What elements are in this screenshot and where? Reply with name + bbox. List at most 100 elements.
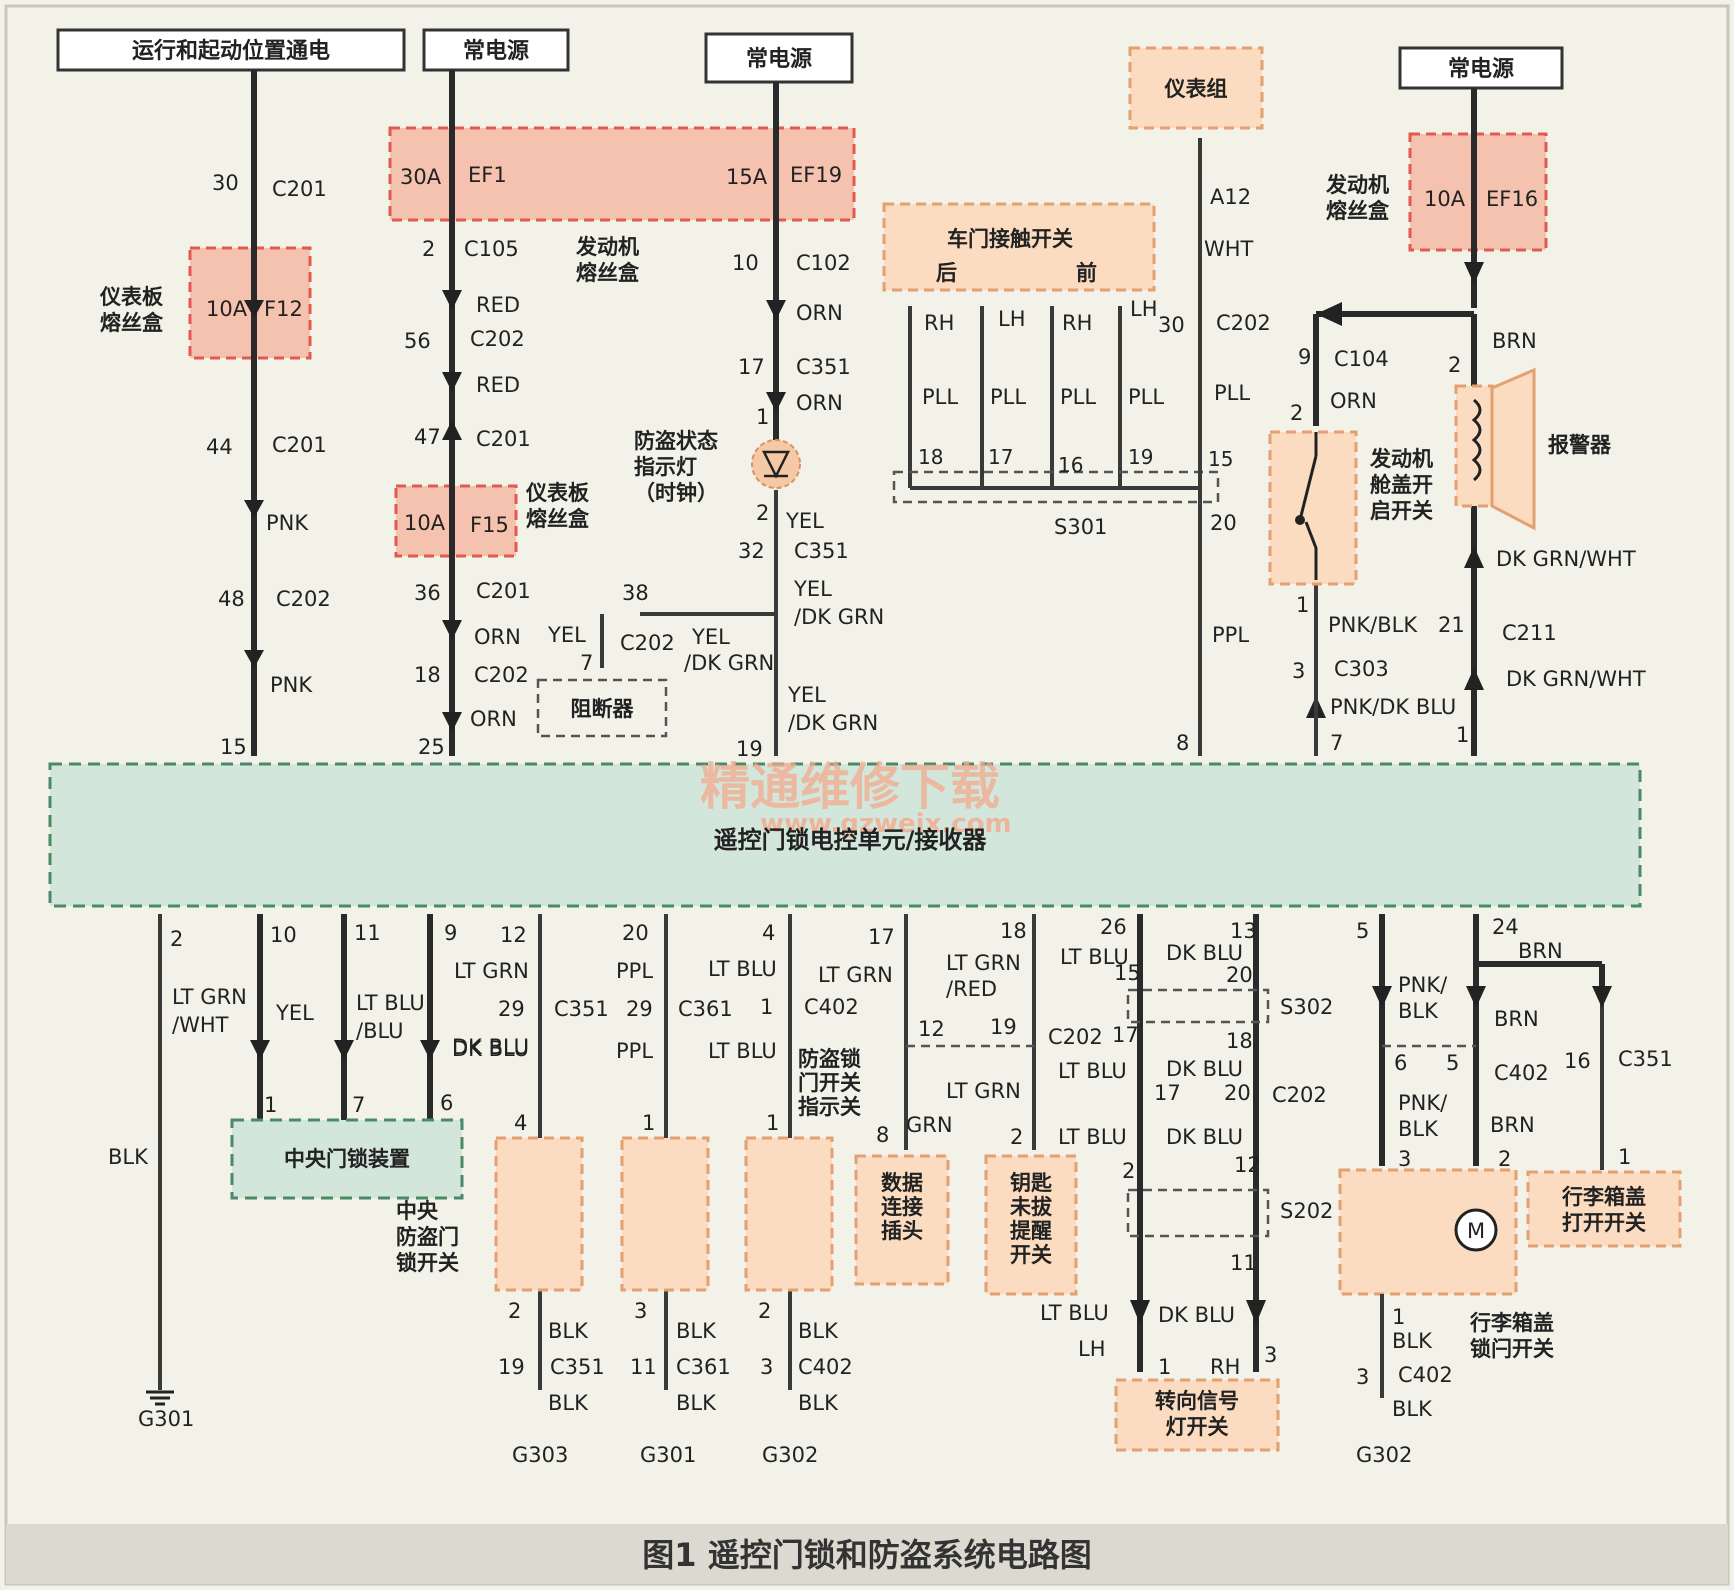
alarm-horn (1490, 367, 1536, 531)
cluster-box (1128, 46, 1264, 130)
door-wires (892, 138, 1220, 756)
svg-text:1: 1 (760, 995, 773, 1019)
svg-text:PLL: PLL (990, 385, 1026, 409)
svg-text:灯开关: 灯开关 (1166, 1415, 1229, 1439)
svg-text:2: 2 (508, 1299, 521, 1323)
svg-text:C202: C202 (620, 631, 675, 655)
svg-text:2: 2 (1010, 1125, 1023, 1149)
svg-text:PNK/: PNK/ (1398, 1091, 1448, 1115)
svg-text:未拔: 未拔 (1010, 1195, 1053, 1219)
svg-text:数据: 数据 (881, 1171, 923, 1195)
ef19-amp: 15A (726, 165, 768, 189)
splice-s302: S302 (1280, 995, 1333, 1019)
svg-text:26: 26 (1100, 915, 1127, 939)
svg-text:YEL: YEL (787, 683, 826, 707)
wire-orn-1: ORN (474, 625, 521, 649)
svg-text:C202: C202 (1272, 1083, 1327, 1107)
svg-text:/DK GRN: /DK GRN (788, 711, 878, 735)
svg-text:C211: C211 (1502, 621, 1557, 645)
svg-text:15: 15 (220, 735, 247, 759)
batt1-label: 常电源 (463, 38, 529, 64)
door-rear: 后 (936, 261, 957, 285)
svg-text:2: 2 (1498, 1147, 1511, 1171)
ground-g302-b: G302 (1356, 1443, 1412, 1467)
svg-text:2: 2 (1290, 401, 1303, 425)
run-start-label: 运行和起动位置通电 (132, 38, 330, 64)
svg-text:中央: 中央 (396, 1199, 439, 1223)
svg-text:20: 20 (1224, 1081, 1251, 1105)
svg-text:3: 3 (1292, 659, 1305, 683)
svg-text:30: 30 (212, 171, 239, 195)
svg-text:20: 20 (1226, 963, 1253, 987)
f15-fuse-box (394, 484, 518, 558)
svg-text:7: 7 (352, 1093, 365, 1117)
central-lock-box (230, 1118, 464, 1200)
svg-text:C351: C351 (796, 355, 851, 379)
svg-text:打开开关: 打开开关 (1562, 1211, 1646, 1235)
svg-text:PLL: PLL (922, 385, 958, 409)
led-label-3: （时钟） (634, 481, 718, 505)
led-label-2: 指示灯 (634, 455, 697, 479)
svg-text:YEL: YEL (793, 577, 832, 601)
svg-text:PLL: PLL (1128, 385, 1164, 409)
svg-text:C201: C201 (476, 427, 531, 451)
svg-text:11: 11 (630, 1355, 657, 1379)
splice-s301: S301 (1054, 515, 1107, 539)
svg-text:防盗锁: 防盗锁 (798, 1047, 861, 1071)
wire-ltblu-2: LT BLU (708, 1039, 777, 1063)
svg-text:C102: C102 (796, 251, 851, 275)
trunk-open-box (1526, 1170, 1682, 1248)
svg-text:2: 2 (1448, 353, 1461, 377)
door-lh-1: LH (998, 307, 1026, 331)
eng-fuse-label-1: 发动机 (575, 235, 639, 259)
door-rh-1: RH (924, 311, 954, 335)
svg-text:17: 17 (1154, 1081, 1181, 1105)
svg-text:47: 47 (414, 425, 441, 449)
svg-text:2: 2 (756, 501, 769, 525)
wire-dkblu-6: DK BLU (1158, 1303, 1235, 1327)
svg-text:C202: C202 (1048, 1025, 1103, 1049)
ef1-amp: 30A (400, 165, 442, 189)
svg-text:20: 20 (622, 921, 649, 945)
wire-dkgrn-2: DK GRN/WHT (1506, 667, 1646, 691)
wire-dkblu-1: DK BLU (452, 1035, 529, 1059)
svg-text:17: 17 (868, 925, 895, 949)
hood-switch-box (1268, 430, 1358, 586)
svg-text:C351: C351 (794, 539, 849, 563)
svg-text:C303: C303 (1334, 657, 1389, 681)
svg-text:19: 19 (498, 1355, 525, 1379)
svg-text:A12: A12 (1210, 185, 1251, 209)
wires-central-lock (250, 914, 440, 1120)
svg-text:3: 3 (1398, 1147, 1411, 1171)
wire-pnkblk-1: PNK/BLK (1328, 613, 1418, 637)
svg-text:19: 19 (1128, 445, 1153, 469)
run-start-box (56, 28, 406, 72)
caption-bar (6, 1524, 1728, 1584)
wire-dkgrn-1: DK GRN/WHT (1496, 547, 1636, 571)
svg-text:行李箱盖: 行李箱盖 (1561, 1185, 1646, 1209)
svg-text:36: 36 (414, 581, 441, 605)
svg-text:BLK: BLK (1392, 1329, 1433, 1353)
alarm-label: 报警器 (1548, 433, 1612, 457)
svg-text:C202: C202 (474, 663, 529, 687)
svg-text:钥匙: 钥匙 (1010, 1171, 1053, 1195)
svg-text:LT BLU: LT BLU (356, 991, 425, 1015)
wire-red-1: RED (476, 293, 520, 317)
cluster-label: 仪表组 (1164, 77, 1228, 101)
svg-text:48: 48 (218, 587, 245, 611)
door-rh-2: RH (1062, 311, 1092, 335)
wire-orn-4: ORN (796, 391, 843, 415)
svg-text:C202: C202 (1216, 311, 1271, 335)
wire-ltgrn-2: LT GRN (946, 1079, 1021, 1103)
svg-text:防盗门: 防盗门 (396, 1225, 459, 1249)
wire-orn-3: ORN (796, 301, 843, 325)
svg-text:C202: C202 (276, 587, 331, 611)
ground-g301-b: G301 (640, 1443, 696, 1467)
svg-text:56: 56 (404, 329, 431, 353)
svg-text:启开关: 启开关 (1370, 499, 1433, 523)
svg-text:1: 1 (756, 405, 769, 429)
wire-yel-2: YEL (547, 623, 586, 647)
svg-text:1: 1 (766, 1111, 779, 1135)
svg-text:BLK: BLK (798, 1391, 839, 1415)
